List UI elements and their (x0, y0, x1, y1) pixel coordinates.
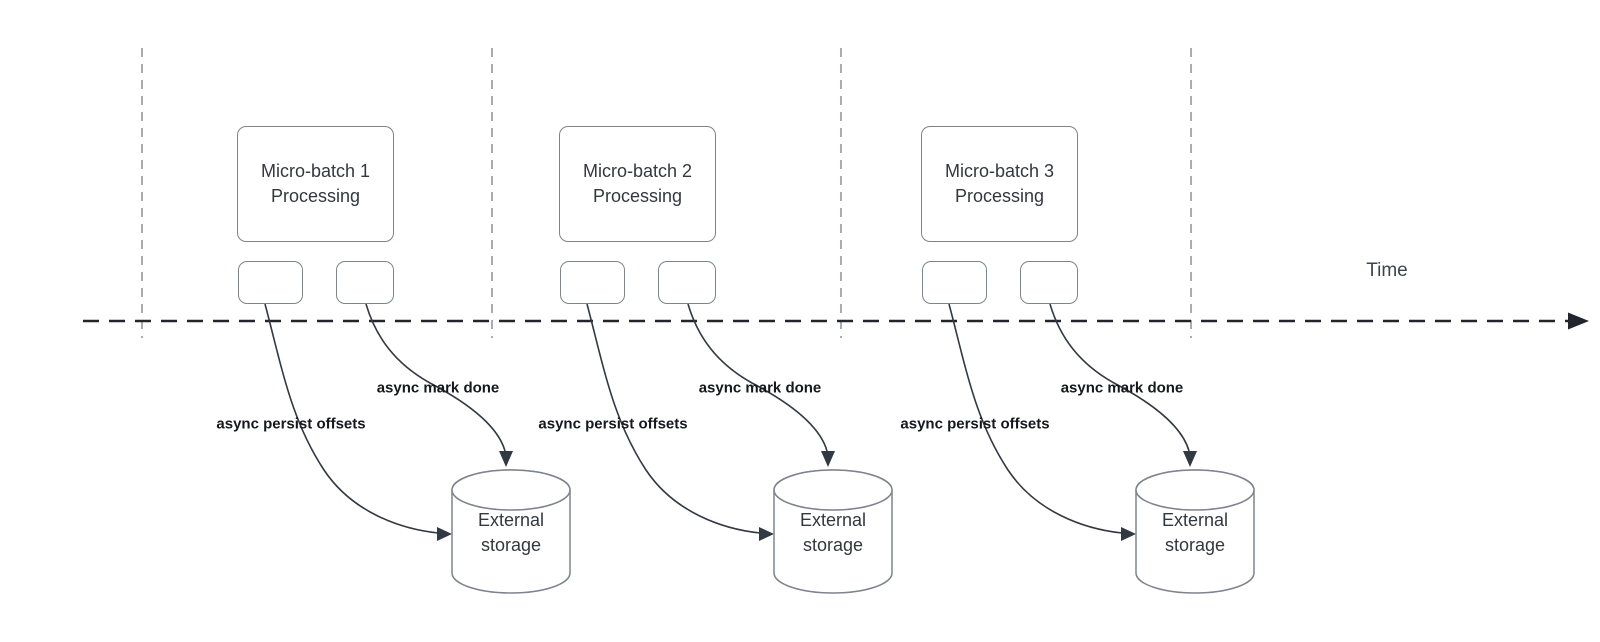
mark-done-label: async mark done (1060, 379, 1184, 397)
mark-done-commit-box (658, 261, 716, 304)
persist-offsets-label: async persist offsets (900, 415, 1050, 433)
external-storage-cylinder-top (451, 469, 571, 511)
section-2-shapes (586, 303, 893, 594)
persist-offsets-label: async persist offsets (216, 415, 366, 433)
external-storage-cylinder-top (1135, 469, 1255, 511)
mark-done-arrowhead-icon (821, 451, 835, 467)
mark-done-curve (687, 303, 828, 452)
persist-offsets-arrowhead-icon (1121, 527, 1136, 541)
micro-batch-processing-box: Micro-batch 3 Processing (921, 126, 1078, 242)
offset-commit-box (560, 261, 625, 304)
offset-commit-box (922, 261, 987, 304)
mark-done-commit-box (1020, 261, 1078, 304)
persist-offsets-arrowhead-icon (437, 527, 452, 541)
micro-batch-processing-box: Micro-batch 1 Processing (237, 126, 394, 242)
external-storage-cylinder-top (773, 469, 893, 511)
section-3-shapes (948, 303, 1255, 594)
mark-done-arrowhead-icon (499, 451, 513, 467)
mark-done-label: async mark done (698, 379, 822, 397)
persist-offsets-label: async persist offsets (538, 415, 688, 433)
persist-offsets-curve (586, 303, 761, 534)
persist-offsets-curve (948, 303, 1123, 534)
mark-done-curve (1049, 303, 1190, 452)
micro-batch-processing-box: Micro-batch 2 Processing (559, 126, 716, 242)
mark-done-commit-box (336, 261, 394, 304)
offset-commit-box (238, 261, 303, 304)
mark-done-curve (365, 303, 506, 452)
persist-offsets-curve (264, 303, 439, 534)
external-storage-label: External storage (477, 509, 545, 555)
mark-done-arrowhead-icon (1183, 451, 1197, 467)
persist-offsets-arrowhead-icon (759, 527, 774, 541)
time-axis-arrowhead-icon (1568, 312, 1589, 330)
external-storage-label: External storage (799, 509, 867, 555)
external-storage-label: External storage (1161, 509, 1229, 555)
time-axis-label: Time (1366, 260, 1408, 281)
mark-done-label: async mark done (376, 379, 500, 397)
section-1-shapes (264, 303, 571, 594)
